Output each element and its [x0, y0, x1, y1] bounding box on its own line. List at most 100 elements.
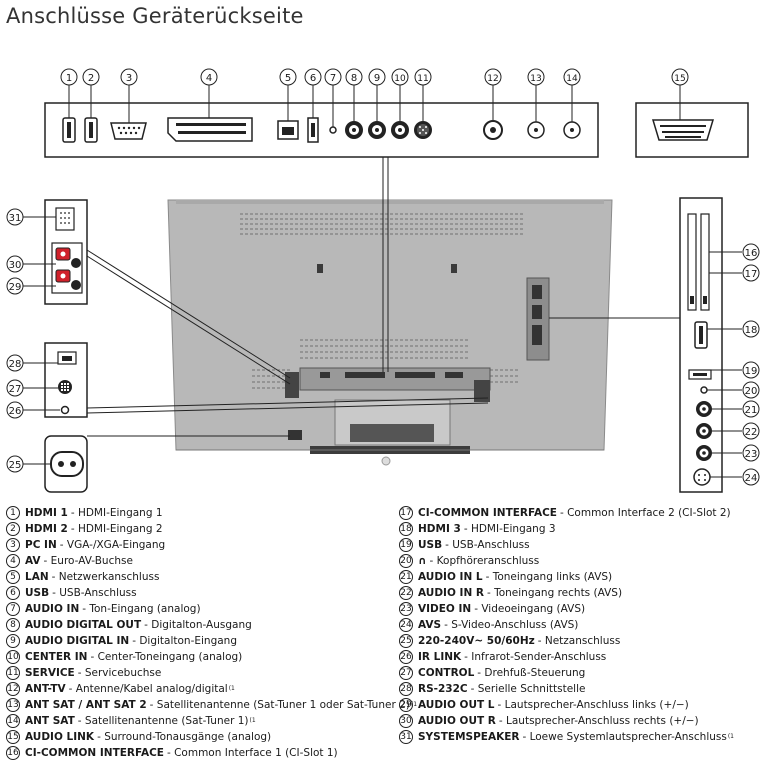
legend-description: - Satellitenantenne (Sat-Tuner 1 oder Sa…: [149, 699, 410, 711]
legend-connector-name: PC IN: [25, 539, 57, 551]
legend-description: - Lautsprecher-Anschluss links (+/−): [497, 699, 689, 711]
svg-text:6: 6: [310, 73, 316, 84]
legend-connector-name: USB: [418, 539, 443, 551]
power-socket[interactable]: [50, 451, 84, 477]
legend-connector-name: 220-240V~ 50/60Hz: [418, 635, 535, 647]
callout-numbers-right: [549, 243, 760, 486]
legend-connector-name: CONTROL: [418, 667, 475, 679]
legend-description: - HDMI-Eingang 3: [463, 523, 556, 535]
svg-text:4: 4: [206, 73, 212, 84]
legend-connector-name: HDMI 2: [25, 523, 68, 535]
legend-footnote: (1: [410, 701, 418, 708]
svg-text:31: 31: [9, 213, 22, 224]
legend-connector-name: ANT SAT: [25, 715, 75, 727]
svg-text:18: 18: [745, 325, 758, 336]
vga-port[interactable]: [110, 122, 147, 140]
legend-item: 16 CI-COMMON INTERFACE- Common Interface …: [6, 745, 398, 761]
svg-text:29: 29: [9, 282, 22, 293]
legend-connector-name: AUDIO DIGITAL OUT: [25, 619, 142, 631]
legend-description: - Digitalton-Eingang: [132, 635, 237, 647]
legend-connector-name: LAN: [25, 571, 49, 583]
legend-number: 30: [399, 714, 413, 728]
legend-number: 13: [6, 698, 20, 712]
legend-connector-name: CENTER IN: [25, 651, 88, 663]
legend-connector-name: SERVICE: [25, 667, 75, 679]
top-connector-panel: [44, 102, 749, 158]
legend-connector-name: ANT SAT / ANT SAT 2: [25, 699, 147, 711]
legend-description: - Loewe Systemlautsprecher-Anschluss: [522, 731, 727, 743]
legend-connector-name: AUDIO OUT L: [418, 699, 495, 711]
svg-text:1: 1: [66, 73, 72, 84]
svg-text:30: 30: [9, 260, 22, 271]
legend-description: - Euro-AV-Buchse: [43, 555, 133, 567]
legend-number: 14: [6, 714, 20, 728]
legend-description: - Videoeingang (AVS): [474, 603, 586, 615]
legend-item: 29 AUDIO OUT L- Lautsprecher-Anschluss li…: [399, 697, 766, 713]
legend-number: 26: [399, 650, 413, 664]
legend-number: 29: [399, 698, 413, 712]
legend-connector-name: IR LINK: [418, 651, 462, 663]
legend-connector-name: HDMI 1: [25, 507, 68, 519]
legend-number: 17: [399, 506, 413, 520]
legend-number: 8: [6, 618, 20, 632]
svg-text:11: 11: [417, 74, 428, 84]
scart-port[interactable]: [167, 117, 253, 142]
audio-out-l-black[interactable]: [71, 280, 81, 290]
legend-number: 6: [6, 586, 20, 600]
legend-description: - Kopfhöreranschluss: [429, 555, 540, 567]
audio-out-r-black[interactable]: [71, 258, 81, 268]
legend-number: 11: [6, 666, 20, 680]
callout-numbers-left: [6, 208, 489, 473]
systemspeaker-port[interactable]: [55, 207, 75, 231]
audio-in-jack[interactable]: [329, 126, 337, 134]
legend-number: 10: [6, 650, 20, 664]
svg-text:22: 22: [745, 427, 758, 438]
svg-text:3: 3: [126, 73, 132, 84]
legend-item: 20 ∩- Kopfhöreranschluss: [399, 553, 766, 569]
avs-rca-jacks[interactable]: [696, 401, 712, 461]
headphone-jack[interactable]: [700, 386, 708, 394]
legend-connector-name: AUDIO IN L: [418, 571, 483, 583]
svg-text:8: 8: [351, 73, 357, 84]
legend-number: 3: [6, 538, 20, 552]
ir-link-port[interactable]: [60, 405, 70, 415]
legend-footnote: (1: [228, 685, 235, 692]
legend-description: - Netzwerkanschluss: [51, 571, 160, 583]
legend-connector-name: CI-COMMON INTERFACE: [25, 747, 164, 759]
svg-text:21: 21: [745, 405, 758, 416]
rca-jacks[interactable]: [345, 121, 409, 139]
legend-description: - Digitalton-Ausgang: [144, 619, 252, 631]
ci-slot-1[interactable]: [687, 213, 697, 311]
svideo-port[interactable]: [693, 468, 711, 486]
svg-text:17: 17: [745, 269, 758, 280]
ci-slot-2[interactable]: [700, 213, 710, 311]
legend-number: 20: [399, 554, 413, 568]
legend-description: - Common Interface 1 (CI-Slot 1): [166, 747, 338, 759]
svg-text:2: 2: [88, 73, 94, 84]
legend-number: 1: [6, 506, 20, 520]
legend-footnote: (1: [249, 717, 256, 724]
legend-number: 16: [6, 746, 20, 760]
legend-connector-name: ∩: [418, 555, 427, 567]
legend-connector-name: AUDIO LINK: [25, 731, 95, 743]
